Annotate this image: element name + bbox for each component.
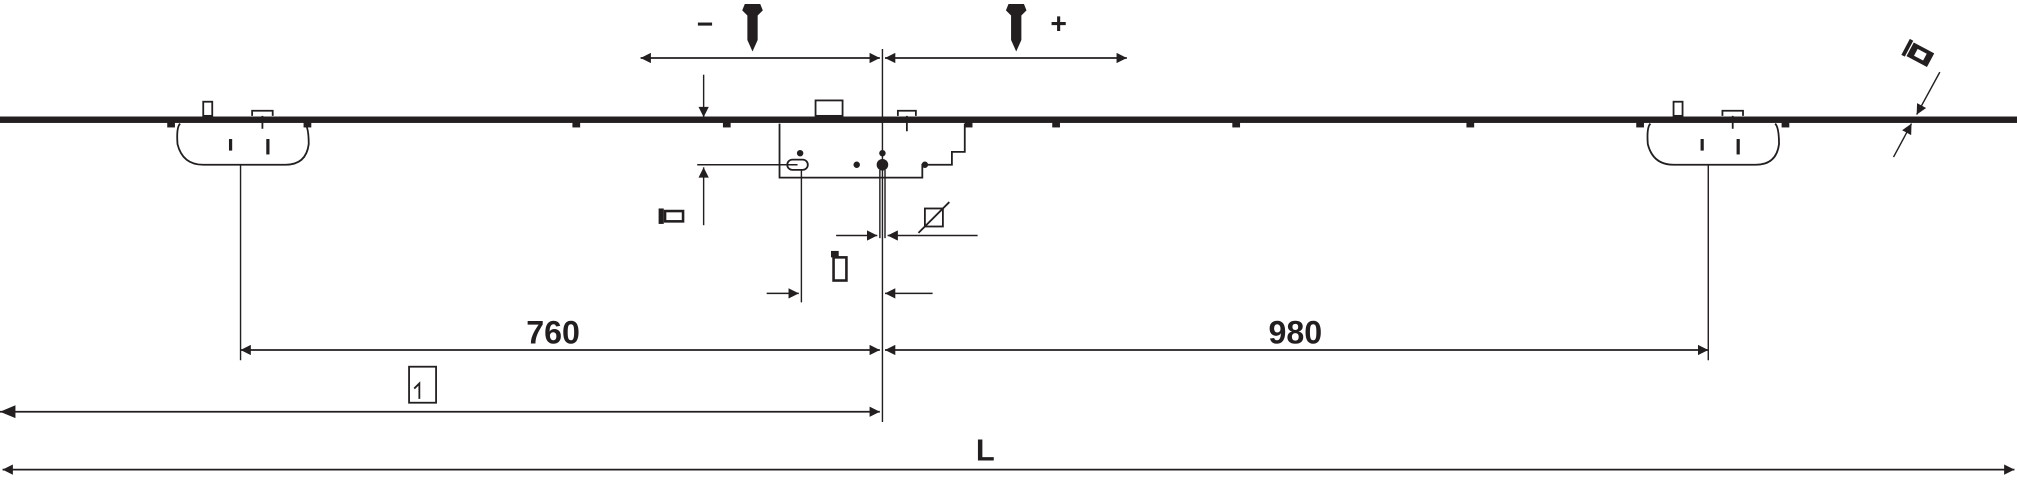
door-handle-height-icon bbox=[408, 365, 437, 404]
square-spindle-icon bbox=[917, 201, 950, 234]
dim-l-label: L bbox=[976, 433, 995, 468]
left-hook-bolt bbox=[176, 100, 310, 166]
thickness-symbol-icon bbox=[1901, 38, 1935, 67]
lock-rail bbox=[0, 116, 2017, 123]
backset-dimension bbox=[658, 74, 798, 226]
minus-label: − bbox=[697, 8, 714, 40]
screw-icon bbox=[1005, 3, 1027, 52]
dim-760-label: 760 bbox=[526, 315, 580, 351]
screw-icon bbox=[742, 3, 763, 52]
dimension-symbol-icon bbox=[658, 208, 685, 224]
cylinder-distance-dimension bbox=[766, 169, 933, 303]
keeper-dimensions: 760 980 bbox=[239, 164, 1709, 361]
rail-rivets bbox=[167, 122, 1790, 128]
handle-height-dimension bbox=[0, 365, 880, 419]
right-hook-bolt bbox=[1646, 100, 1780, 166]
dimension-symbol-icon bbox=[830, 250, 848, 282]
spindle-dimension bbox=[836, 201, 978, 241]
total-length-dimension: L bbox=[2, 433, 2015, 475]
plus-label: + bbox=[1050, 8, 1067, 40]
adjustment-dimension: − + bbox=[640, 3, 1127, 423]
dim-980-label: 980 bbox=[1269, 315, 1323, 351]
rail-thickness-dimension bbox=[1892, 38, 1941, 158]
